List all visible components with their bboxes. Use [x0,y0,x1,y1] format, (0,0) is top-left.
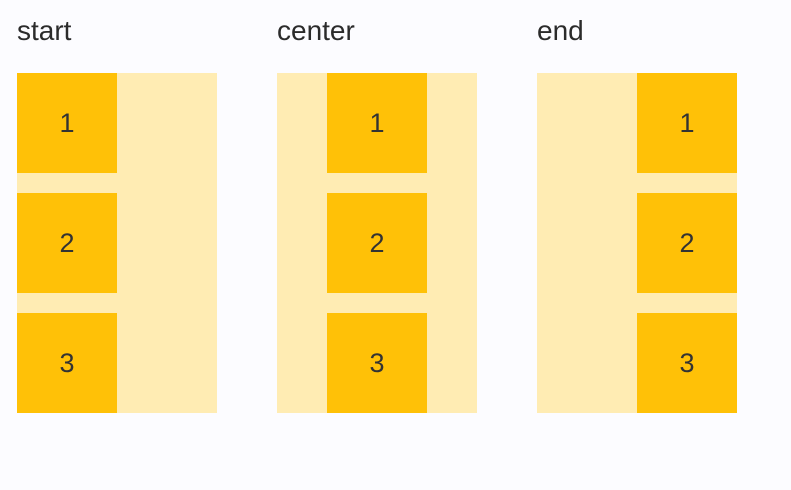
example-center: center 1 2 3 [277,14,477,413]
flex-item-2: 2 [327,193,427,293]
example-end-label: end [537,15,584,46]
flex-item-1: 1 [327,73,427,173]
flex-item-1: 1 [17,73,117,173]
example-start-container: 1 2 3 [17,73,217,413]
flex-item-2: 2 [17,193,117,293]
flex-item-3: 3 [637,313,737,413]
example-end: end 1 2 3 [537,14,737,413]
example-end-container: 1 2 3 [537,73,737,413]
example-start: start 1 2 3 [17,14,217,413]
example-center-label: center [277,15,355,46]
flex-item-1: 1 [637,73,737,173]
example-center-container: 1 2 3 [277,73,477,413]
alignment-demo: start 1 2 3 center 1 2 3 end 1 2 3 [17,14,737,413]
flex-item-3: 3 [17,313,117,413]
example-start-label: start [17,15,72,46]
flex-item-3: 3 [327,313,427,413]
flex-item-2: 2 [637,193,737,293]
